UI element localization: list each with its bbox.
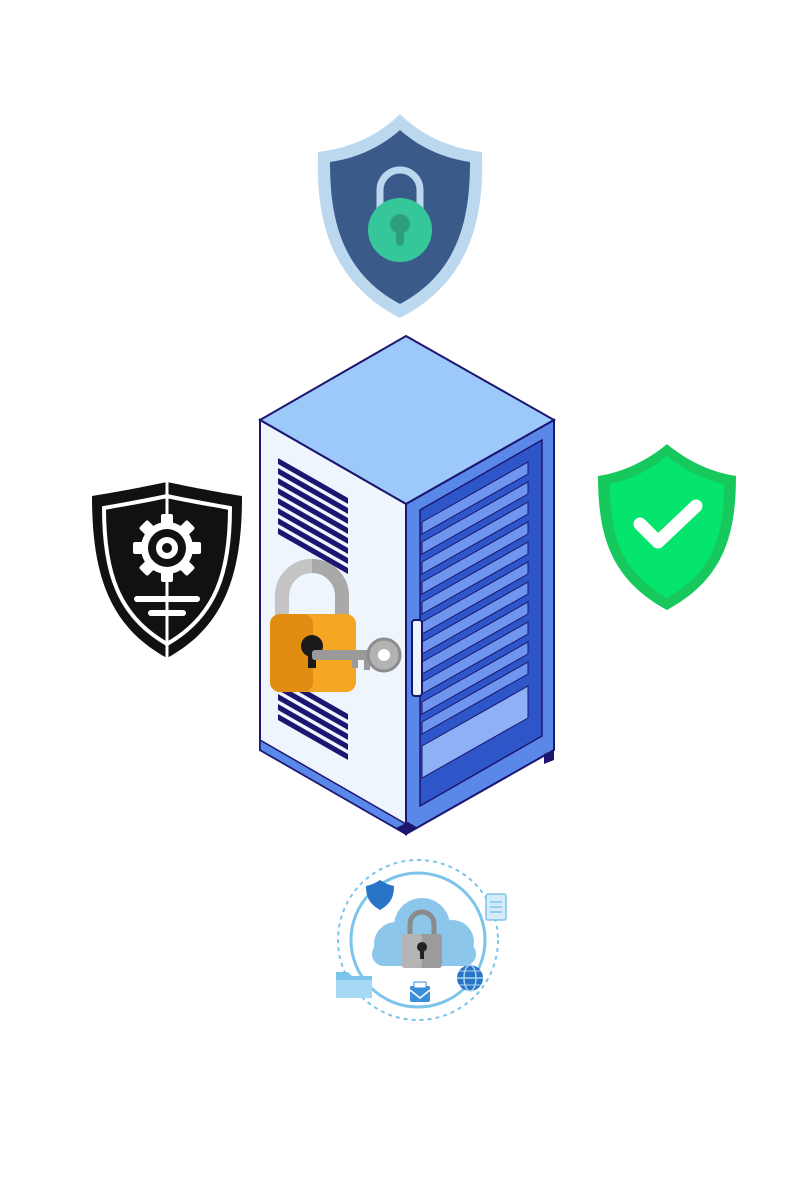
envelope-icon	[409, 981, 431, 1002]
globe-icon	[457, 964, 483, 992]
gear-shield-icon	[92, 482, 242, 658]
padlock-key-icon	[270, 559, 402, 692]
server-rack-icon	[257, 334, 557, 836]
lock-shield-icon	[317, 114, 483, 318]
check-shield-icon	[598, 444, 736, 610]
small-padlock-icon	[402, 909, 442, 968]
vent-grille	[278, 458, 348, 760]
folder-icon	[336, 972, 372, 998]
rack-units	[421, 461, 529, 779]
document-icon	[485, 893, 507, 921]
mini-shield-icon	[366, 880, 394, 910]
cloud-security-icon	[336, 859, 507, 1021]
